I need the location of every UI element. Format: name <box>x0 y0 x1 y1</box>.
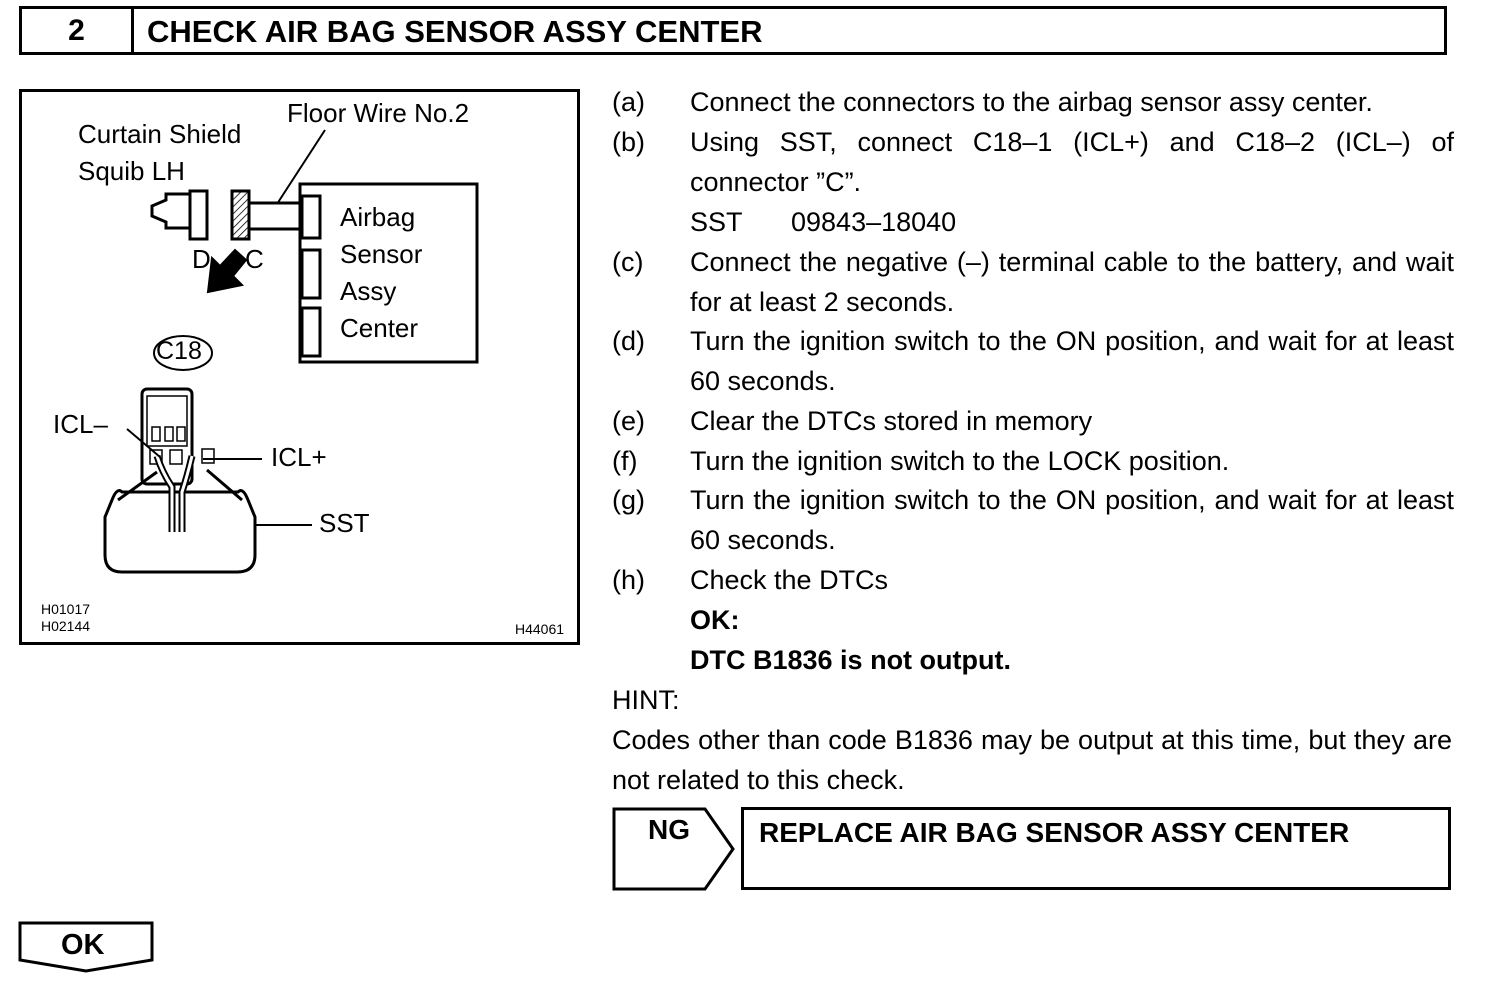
diagram-graphics <box>103 129 479 574</box>
step-e: (e) Clear the DTCs stored in memory <box>612 401 1454 441</box>
step-letter: (h) <box>612 565 645 595</box>
step-letter: (g) <box>612 485 645 515</box>
step-letter: (f) <box>612 446 638 476</box>
step-g: (g) Turn the ignition switch to the ON p… <box>612 480 1454 560</box>
step-letter: (a) <box>612 87 645 117</box>
label-floor-wire: Floor Wire No.2 <box>287 98 470 128</box>
step-text: Clear the DTCs stored in memory <box>690 406 1093 436</box>
floor-wire-shape <box>247 201 303 231</box>
c18-oval <box>153 335 213 371</box>
step-text: Check the DTCs <box>690 565 889 595</box>
label-curtain-shield: Curtain Shield <box>78 119 242 149</box>
step-letter: (d) <box>612 326 645 356</box>
step-text: Turn the ignition switch to the LOCK pos… <box>690 446 1230 476</box>
step-text: Turn the ignition switch to the ON posit… <box>690 485 1454 555</box>
step-letter: (c) <box>612 247 644 277</box>
squib-plug <box>150 192 192 230</box>
hint-label: HINT: <box>612 685 680 715</box>
label-squib-lh: Squib LH <box>78 156 185 186</box>
step-h: (h) Check the DTCs <box>612 560 1454 600</box>
step-letter: (b) <box>612 127 645 157</box>
figure-code-2: H02144 <box>41 618 91 634</box>
step-a: (a) Connect the connectors to the airbag… <box>612 82 1454 122</box>
connector-c-shape <box>230 189 251 241</box>
step-text: Connect the negative (–) terminal cable … <box>690 247 1454 317</box>
label-airbag: Airbag <box>340 202 416 232</box>
label-center: Center <box>340 313 419 343</box>
label-icl-minus: ICL– <box>53 409 108 439</box>
sst-part-number: 09843–18040 <box>791 207 957 237</box>
step-d: (d) Turn the ignition switch to the ON p… <box>612 321 1454 401</box>
ok-arrow-icon[interactable] <box>18 920 156 974</box>
step-b: (b) Using SST, connect C18–1 (ICL+) and … <box>612 122 1454 202</box>
step-title: CHECK AIR BAG SENSOR ASSY CENTER <box>147 14 763 49</box>
direction-arrow-icon <box>206 248 248 294</box>
label-icl-plus: ICL+ <box>271 442 327 472</box>
step-c: (c) Connect the negative (–) terminal ca… <box>612 242 1454 322</box>
step-text: Connect the connectors to the airbag sen… <box>690 87 1373 117</box>
step-header: 2 CHECK AIR BAG SENSOR ASSY CENTER <box>19 6 1447 55</box>
label-c18: C18 <box>156 337 202 365</box>
step-f: (f) Turn the ignition switch to the LOCK… <box>612 441 1454 481</box>
ok-button-label: OK <box>61 929 105 961</box>
airbag-sensor-box <box>298 182 479 364</box>
step-text: Turn the ignition switch to the ON posit… <box>690 326 1454 396</box>
label-sst: SST <box>319 508 370 538</box>
connector-d-shape <box>188 189 209 241</box>
label-connector-d: D <box>192 244 211 274</box>
ok-result-label: OK: <box>690 605 740 635</box>
ng-arrow-icon <box>612 807 735 891</box>
wiring-diagram: Curtain Shield Squib LH Floor Wire No.2 … <box>19 89 580 645</box>
figure-code-1: H01017 <box>41 601 91 617</box>
step-number: 2 <box>22 9 134 52</box>
figure-code-3: H44061 <box>515 621 565 637</box>
label-connector-c: C <box>245 244 264 274</box>
ng-action-text: REPLACE AIR BAG SENSOR ASSY CENTER <box>759 817 1350 848</box>
hint-text: Codes other than code B1836 may be outpu… <box>612 725 1452 795</box>
label-assy: Assy <box>340 276 397 306</box>
ok-result-text: DTC B1836 is not output. <box>690 645 1012 675</box>
step-text: Using SST, connect C18–1 (ICL+) and C18–… <box>690 127 1454 197</box>
sst-label: SST <box>690 207 743 237</box>
ng-action-box: REPLACE AIR BAG SENSOR ASSY CENTER <box>741 807 1451 890</box>
label-sensor: Sensor <box>340 239 423 269</box>
step-letter: (e) <box>612 406 645 436</box>
ng-label: NG <box>648 814 690 845</box>
